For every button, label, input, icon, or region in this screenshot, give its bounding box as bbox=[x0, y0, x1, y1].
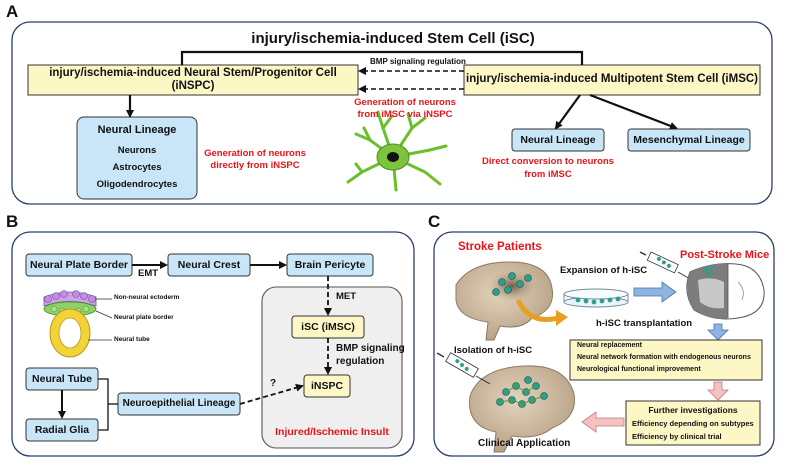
question-mark: ? bbox=[270, 378, 277, 389]
outcome-network-formation: Neural network formation with endogenous… bbox=[577, 354, 751, 361]
gen-direct-line1: Generation of neurons bbox=[204, 148, 306, 159]
mouse-brain-illustration bbox=[686, 263, 765, 320]
gen-direct-line2: directly from iNSPC bbox=[210, 160, 300, 171]
isc-imsc-label: iSC (iMSC) bbox=[301, 320, 355, 333]
mesenchymal-lineage-label: Mesenchymal Lineage bbox=[633, 133, 745, 146]
box-brain-pericyte bbox=[286, 253, 374, 277]
box-further bbox=[625, 400, 761, 446]
isolation-label: Isolation of h-iSC bbox=[454, 345, 533, 356]
clinical-application-label: Clinical Application bbox=[478, 438, 571, 449]
injured-label: Injured/Ischemic Insult bbox=[275, 426, 389, 438]
box-insp-b bbox=[303, 374, 351, 398]
brain-pericyte-label: Brain Pericyte bbox=[294, 258, 366, 271]
neural-tube-illustration bbox=[43, 290, 97, 358]
further-subtypes: Efficiency depending on subtypes bbox=[632, 419, 754, 428]
outcome-functional-improvement: Neurological functional improvement bbox=[577, 366, 701, 373]
syringe-illustration-clinical bbox=[436, 352, 491, 385]
post-stroke-label: Post-Stroke Mice bbox=[680, 249, 770, 261]
box-imsc-a bbox=[463, 64, 761, 96]
gen-via-line1: Generation of neurons bbox=[354, 97, 456, 108]
direct-conv-line2: from iMSC bbox=[524, 169, 572, 180]
legend-plate-border: Neural plate border bbox=[114, 314, 174, 321]
neural-tube-label: Neural Tube bbox=[32, 372, 92, 385]
direct-conv-line1: Direct conversion to neurons bbox=[482, 156, 614, 167]
injured-region bbox=[261, 286, 403, 449]
box-outcomes bbox=[569, 339, 763, 381]
lineage-item-neurons: Neurons bbox=[117, 145, 157, 156]
insp-box-label: injury/ischemia-induced Neural Stem/Prog… bbox=[49, 66, 337, 92]
brain-illustration-patient bbox=[455, 261, 554, 341]
culture-dish-illustration bbox=[563, 288, 629, 308]
isc-title: injury/ischemia-induced Stem Cell (iSC) bbox=[251, 30, 535, 47]
further-clinical-trial: Efficiency by clinical trial bbox=[632, 432, 722, 441]
legend-non-neural: Non-neural ectoderm bbox=[114, 294, 180, 301]
radial-glia-label: Radial Glia bbox=[34, 423, 90, 436]
emt-label: EMT bbox=[138, 268, 159, 279]
bmp-line1-b: BMP signaling bbox=[336, 343, 405, 354]
box-insp-a bbox=[27, 64, 359, 96]
box-mesenchymal-a bbox=[627, 128, 751, 152]
insp-label-b: iNSPC bbox=[310, 379, 344, 392]
bmp-label-a: BMP signaling regulation bbox=[370, 57, 466, 66]
further-title: Further investigations bbox=[648, 405, 738, 415]
neuroepithelial-label: Neuroepithelial Lineage bbox=[122, 398, 236, 410]
gen-via-line2: from iMSC via iNSPC bbox=[357, 109, 453, 120]
panel-a-letter: A bbox=[6, 2, 19, 21]
panel-b-letter: B bbox=[6, 212, 19, 231]
neural-crest-label: Neural Crest bbox=[177, 258, 241, 271]
panel-c-letter: C bbox=[428, 212, 441, 231]
met-label: MET bbox=[336, 291, 357, 302]
lineage-item-oligodendrocytes: Oligodendrocytes bbox=[96, 179, 178, 190]
neural-lineage-label-a: Neural Lineage bbox=[520, 133, 596, 146]
outcome-neural-replacement: Neural replacement bbox=[577, 342, 642, 349]
npb-label: Neural Plate Border bbox=[29, 258, 129, 271]
expansion-label: Expansion of h-iSC bbox=[560, 265, 648, 276]
bmp-line2-b: regulation bbox=[336, 356, 385, 367]
lineage-title-a: Neural Lineage bbox=[97, 124, 177, 136]
legend-neural-tube: Neural tube bbox=[114, 336, 150, 343]
brain-illustration-clinical bbox=[469, 365, 576, 453]
syringe-illustration-mouse bbox=[639, 251, 691, 280]
transplantation-label: h-iSC transplantation bbox=[596, 318, 693, 329]
stroke-patients-label: Stroke Patients bbox=[458, 241, 542, 253]
box-lineage-a bbox=[76, 116, 198, 200]
lineage-item-astrocytes: Astrocytes bbox=[112, 162, 162, 173]
imsc-box-label: injury/ischemia-induced Multipotent Stem… bbox=[466, 73, 758, 86]
